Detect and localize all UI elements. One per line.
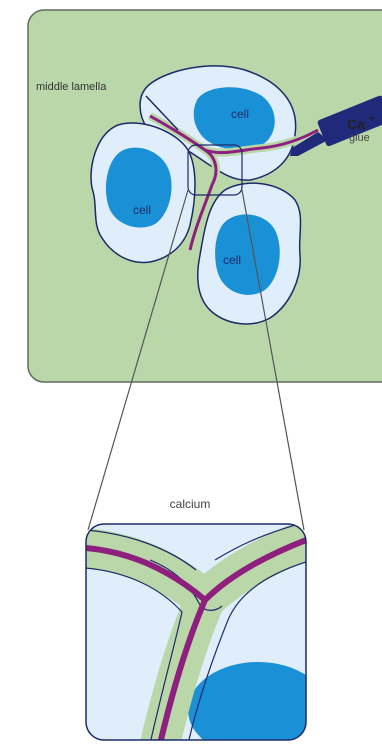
cell-right: cell: [198, 183, 301, 324]
cell-left: cell: [91, 123, 195, 263]
calcium-glue-label: glue: [349, 132, 370, 144]
cell-top-label: cell: [231, 107, 249, 121]
magnified-view: [86, 522, 328, 744]
calcium-zoom-label: calcium: [170, 497, 211, 511]
calcium-symbol-label: Ca: [347, 116, 365, 132]
calcium-superscript: +: [369, 114, 375, 125]
cell-left-label: cell: [133, 203, 151, 217]
cell-right-label: cell: [223, 253, 241, 267]
middle-lamella-label: middle lamella: [36, 81, 107, 93]
